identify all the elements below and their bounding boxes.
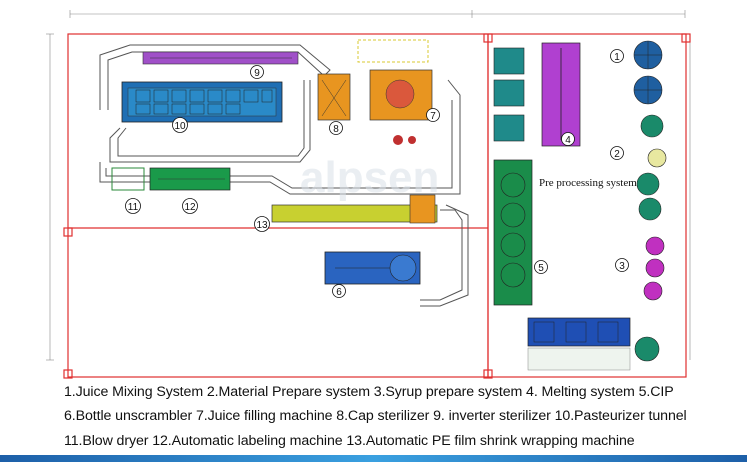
- svg-text:6: 6: [336, 287, 342, 298]
- legend-line-2: 6.Bottle unscrambler 7.Juice filling mac…: [64, 408, 687, 424]
- svg-text:5: 5: [538, 263, 544, 274]
- marker-4: 4: [561, 132, 575, 146]
- material-prepare-tanks: [636, 114, 667, 221]
- legend-line-3: 11.Blow dryer 12.Automatic labeling mach…: [64, 433, 635, 449]
- svg-text:9: 9: [254, 68, 260, 79]
- cip-system: [493, 159, 533, 306]
- number-markers: 1 2 3 4 5 6 7 8 9 10 11 12 13: [125, 49, 629, 298]
- juice-filling-machine: [357, 39, 433, 145]
- conveyor-lines: [99, 44, 469, 307]
- svg-text:8: 8: [333, 124, 339, 135]
- pasteurizer-tunnel: [121, 81, 283, 123]
- marker-8: 8: [329, 121, 343, 135]
- syrup-prepare-tanks: [643, 236, 665, 301]
- pre-processing-label: Pre processing system: [539, 177, 637, 189]
- shrink-wrapping-machine: [271, 204, 438, 223]
- marker-7: 7: [426, 108, 440, 122]
- svg-text:4: 4: [565, 135, 571, 146]
- marker-6: 6: [332, 284, 346, 298]
- svg-text:11: 11: [128, 202, 139, 213]
- legend-line-1: 1.Juice Mixing System 2.Material Prepare…: [64, 384, 674, 400]
- marker-3: 3: [615, 258, 629, 272]
- svg-text:12: 12: [184, 202, 196, 213]
- dimension-lines: [46, 10, 691, 361]
- marker-9: 9: [250, 65, 264, 79]
- svg-text:13: 13: [256, 220, 268, 231]
- marker-2: 2: [610, 146, 624, 160]
- svg-text:7: 7: [430, 111, 436, 122]
- marker-5: 5: [534, 260, 548, 274]
- marker-11: 11: [125, 198, 141, 214]
- marker-13: 13: [254, 216, 270, 232]
- svg-text:2: 2: [614, 149, 620, 160]
- building-frame: [63, 33, 691, 379]
- bottle-unscrambler: [324, 251, 421, 285]
- juice-mixing-tanks: [633, 40, 663, 105]
- watermark-text: alpsen: [300, 153, 439, 202]
- marker-1: 1: [610, 49, 624, 63]
- svg-text:3: 3: [619, 261, 625, 272]
- bottom-accent-bar: [0, 455, 747, 462]
- marker-10: 10: [172, 117, 188, 133]
- blow-dryer: [111, 167, 145, 191]
- marker-12: 12: [182, 198, 198, 214]
- svg-text:10: 10: [174, 121, 186, 132]
- pre-processing-system: [493, 42, 581, 306]
- bottom-right-equipment: [527, 317, 660, 371]
- svg-text:1: 1: [614, 52, 620, 63]
